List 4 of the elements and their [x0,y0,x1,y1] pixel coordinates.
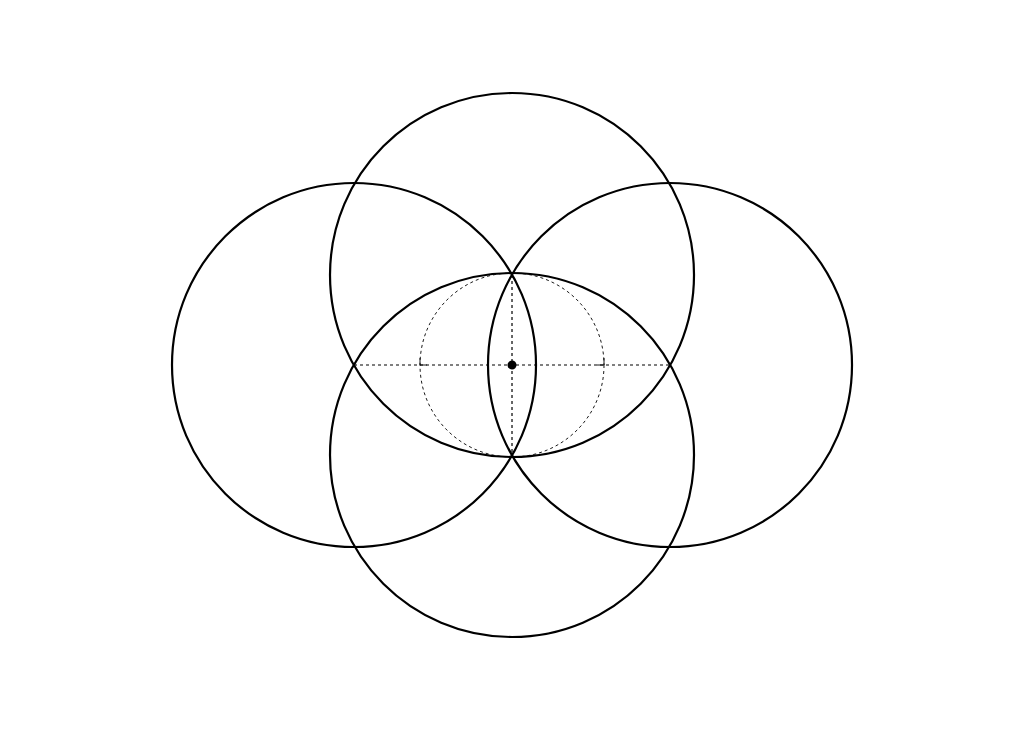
circle [486,181,854,549]
circle [328,91,696,459]
circle [170,181,538,549]
circle [328,271,696,639]
